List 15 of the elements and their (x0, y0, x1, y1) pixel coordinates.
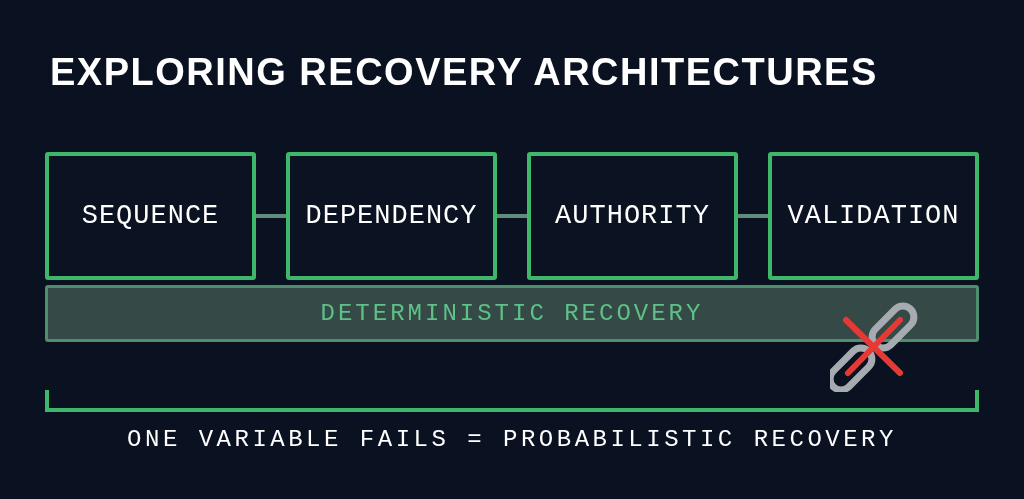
process-box (286, 152, 497, 280)
box-label: AUTHORITY (555, 199, 710, 233)
process-box (768, 152, 979, 280)
box-label: VALIDATION (787, 199, 960, 233)
process-box (527, 152, 738, 280)
connector-line (497, 214, 527, 218)
title: EXPLORING RECOVERY ARCHITECTURES (50, 50, 878, 95)
recovery-band (45, 285, 979, 342)
connector-line (256, 214, 286, 218)
process-box (45, 152, 256, 280)
band-label: DETERMINISTIC RECOVERY (320, 298, 704, 329)
box-label: DEPENDENCY (305, 199, 478, 233)
caption-text: ONE VARIABLE FAILS = PROBABILISTIC RECOVERY (127, 425, 897, 455)
box-label: SEQUENCE (81, 199, 220, 233)
connector-line (738, 214, 768, 218)
